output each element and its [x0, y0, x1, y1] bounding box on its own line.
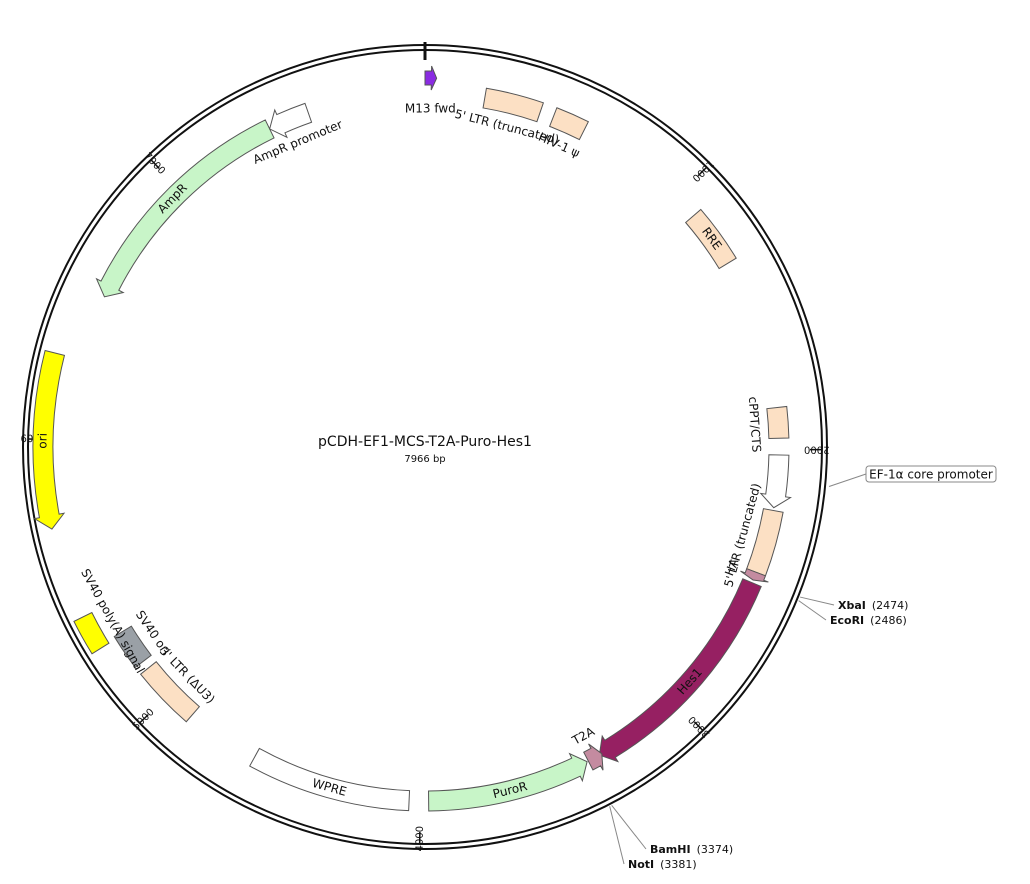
feature-label-ori: ori: [35, 433, 49, 449]
feature-label-ef1a-core: EF-1α core promoter: [869, 468, 993, 482]
tick-label: 2000: [804, 444, 830, 455]
feature-label-cppt-cts: cPPT/CTS: [746, 396, 764, 453]
restriction-site: XbaI (2474): [838, 599, 908, 612]
site-name: NotI: [628, 858, 654, 871]
site-position: (2474): [872, 599, 909, 612]
callout-leader: [828, 473, 867, 487]
feature-ltr3-du3: [139, 660, 201, 723]
restriction-sites-layer: XbaI (2474) EcoRI (2486) BamHI (3374) NotI (338…: [609, 596, 908, 871]
tick-label: 4000: [415, 826, 426, 852]
feature-ltr5-trunc-a: [482, 87, 545, 123]
callout-box: [865, 465, 997, 483]
feature-puror: [428, 752, 588, 812]
restriction-site: BamHI (3374): [650, 843, 733, 856]
feature-ef1a-core: [759, 454, 792, 509]
site-name: XbaI: [838, 599, 866, 612]
site-position: (3381): [660, 858, 697, 871]
feature-ha: [740, 568, 769, 583]
site-leader: [611, 804, 647, 850]
site-position: (2486): [870, 614, 907, 627]
site-leader: [799, 596, 835, 606]
feature-hiv1-psi: [548, 107, 590, 141]
plasmid-name: pCDH-EF1-MCS-T2A-Puro-Hes1: [318, 434, 532, 450]
feature-wpre: [249, 747, 411, 812]
tick-mark: [697, 166, 708, 177]
feature-rre: [684, 208, 737, 270]
feature-label-m13-fwd: M13 fwd: [405, 102, 456, 116]
site-leader: [609, 806, 625, 865]
tick-mark: [693, 721, 704, 732]
feature-cppt-cts: [766, 405, 790, 439]
features-layer: [32, 65, 792, 812]
feature-label-t2a: T2A: [569, 724, 598, 748]
feature-label-ha: HA: [722, 556, 742, 578]
feature-sv40-polya: [73, 611, 110, 655]
site-leader: [798, 600, 827, 621]
feature-ampr-promoter: [269, 102, 313, 139]
tick-label: 3000: [687, 713, 713, 739]
feature-sv40-ori: [113, 625, 152, 669]
site-position: (3374): [697, 843, 734, 856]
feature-m13-fwd: [424, 65, 438, 91]
feature-ori: [32, 349, 66, 530]
site-name: EcoRI: [830, 614, 864, 627]
restriction-site: NotI (3381): [628, 858, 697, 871]
restriction-site: EcoRI (2486): [830, 614, 907, 627]
plasmid-size: 7966 bp: [404, 454, 445, 465]
tick-label: 1000: [690, 158, 716, 184]
tick-mark: [150, 159, 160, 169]
feature-ampr: [95, 119, 275, 298]
feature-hes1: [598, 578, 762, 763]
site-name: BamHI: [650, 843, 691, 856]
feature-t2a: [583, 743, 604, 771]
tick-label: 5000: [131, 707, 157, 733]
ticks-layer: 1000200030004000500060007000: [21, 151, 830, 852]
tick-mark: [139, 714, 149, 724]
